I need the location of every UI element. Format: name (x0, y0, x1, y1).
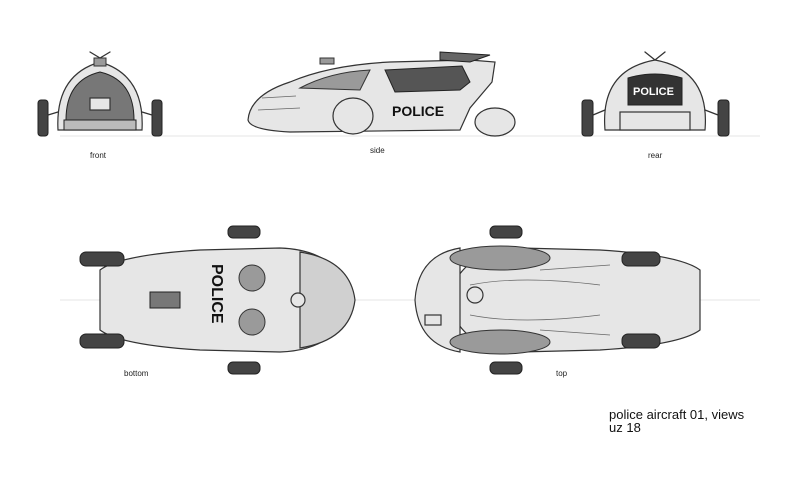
side-view-drawing: POLICE (247, 51, 516, 137)
sheet-caption: police aircraft 01, views uz 18 (609, 408, 744, 434)
caption-title: police aircraft 01, views (609, 407, 745, 422)
side-police-text: POLICE (392, 103, 444, 119)
bottom-police-text: POLICE (208, 264, 225, 324)
rear-police-text: POLICE (633, 86, 674, 98)
caption-id: uz 18 (609, 420, 641, 435)
view-label-side: side (370, 146, 385, 155)
front-view-drawing (37, 51, 163, 137)
top-view-drawing (414, 225, 701, 375)
view-label-rear: rear (648, 151, 663, 160)
view-label-bottom: bottom (124, 369, 149, 378)
view-label-front: front (90, 151, 107, 160)
rear-view-drawing: POLICE (581, 51, 730, 137)
view-label-top: top (556, 369, 568, 378)
bottom-view-drawing: POLICE (79, 225, 356, 375)
